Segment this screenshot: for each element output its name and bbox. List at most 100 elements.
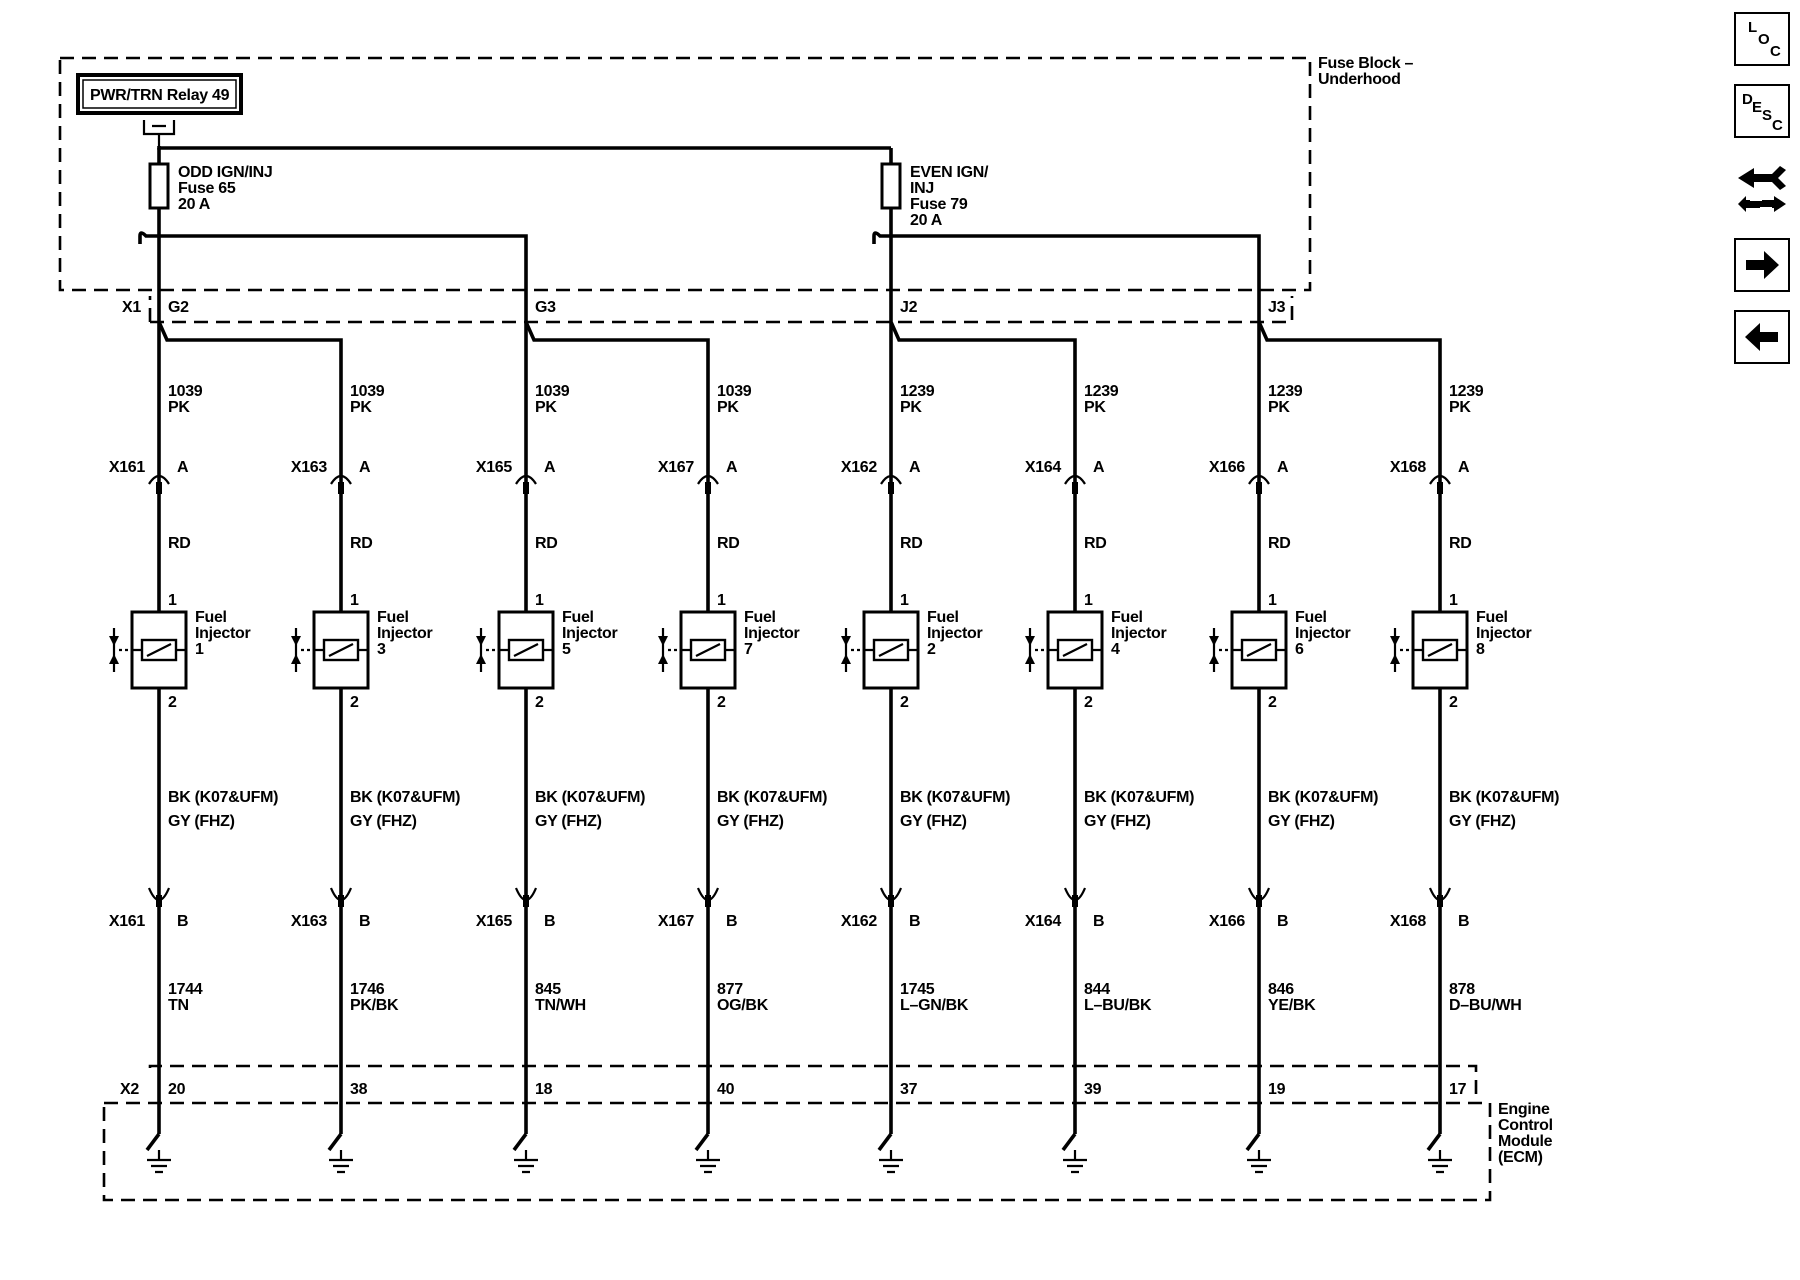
injector-3-ecm-switch: [512, 1132, 528, 1152]
injector-3-name-line2: Injector: [562, 625, 617, 642]
x1-g2-through: [157, 290, 343, 475]
injector-6-ret-color-1: BK (K07&UFM): [1084, 789, 1194, 806]
x1-j3-through: [1257, 290, 1442, 475]
injector-7-ret-color-1: BK (K07&UFM): [1268, 789, 1378, 806]
injector-5-pin-b-label: B: [909, 913, 920, 930]
injector-1-feed-color: PK: [168, 399, 190, 416]
ecm-label-line1: Engine: [1498, 1101, 1550, 1118]
injector-3-feed-circuit: 1039: [535, 383, 570, 400]
injector-2-pin-a-label: A: [359, 459, 371, 476]
injector-4-coil-slash: [695, 643, 721, 657]
injector-7-arrow-head-down: [1209, 636, 1219, 646]
x1-j2-through: [889, 290, 1077, 475]
injector-7-arrow-head-up: [1209, 654, 1219, 664]
ecm-label-line2: Control: [1498, 1117, 1553, 1134]
injector-2-ret-color-1: BK (K07&UFM): [350, 789, 460, 806]
injector-7-name-line2: Injector: [1295, 625, 1350, 642]
injector-6-ret-circuit: 844: [1084, 981, 1110, 998]
injector-5-name-line2: Injector: [927, 625, 982, 642]
injector-5-arrow-head-up: [841, 654, 851, 664]
fuse-79-line1: EVEN IGN/: [910, 164, 989, 181]
odd-splice-bus: [138, 231, 528, 290]
x1-pin-g3: G3: [535, 299, 556, 316]
injector-3-name-line1: Fuel: [562, 609, 594, 626]
fuse-block-subtitle: Underhood: [1318, 71, 1401, 88]
injector-7-coil-slash: [1246, 643, 1272, 657]
injector-3-pin1-label: 1: [535, 592, 544, 609]
injector-8-wire-mid-color: RD: [1449, 535, 1472, 552]
injector-3-ground-icon: [514, 1150, 538, 1174]
injector-3-ret-color-1: BK (K07&UFM): [535, 789, 645, 806]
injector-5-ret-circuit: 1745: [900, 981, 935, 998]
relay-label: PWR/TRN Relay 49: [90, 87, 230, 104]
injector-5-feed-color: PK: [900, 399, 922, 416]
previous-page-button[interactable]: [1734, 310, 1790, 364]
injector-2-conn-a-label: X163: [291, 459, 328, 476]
injector-1-feed-circuit: 1039: [168, 383, 203, 400]
injector-7-conn-b-label: X166: [1209, 913, 1246, 930]
next-page-button[interactable]: [1734, 238, 1790, 292]
injector-3-ret-color-2: GY (FHZ): [535, 813, 602, 830]
injector-2-ecm-pin: 38: [350, 1081, 368, 1098]
fuse-79-line3: Fuse 79: [910, 196, 968, 213]
injector-2-pin2-label: 2: [350, 694, 359, 711]
injector-2-ret-color-2: GY (FHZ): [350, 813, 417, 830]
injector-2-coil-slash: [328, 643, 354, 657]
injector-6-ecm-switch: [1061, 1132, 1077, 1152]
injector-7-conn-a-cup: [1248, 474, 1270, 485]
relay-box-inner: [82, 79, 237, 109]
injector-4-feed-circuit: 1039: [717, 383, 752, 400]
injector-8-ret-circuit: 878: [1449, 981, 1475, 998]
injector-8-ecm-switch: [1426, 1132, 1442, 1152]
injector-2-arrow-head-down: [291, 636, 301, 646]
desc-letter-e: E: [1752, 99, 1763, 116]
injector-4-ret-color-1: BK (K07&UFM): [717, 789, 827, 806]
injector-5-ret-color-2: GY (FHZ): [900, 813, 967, 830]
injector-5-ret-color-1: BK (K07&UFM): [900, 789, 1010, 806]
connector-swap-icon: [1738, 166, 1786, 212]
injector-5-name-line3: 2: [927, 641, 936, 658]
injector-6-name-line1: Fuel: [1111, 609, 1143, 626]
injector-5-ecm-pin: 37: [900, 1081, 918, 1098]
injector-8-conn-b-label: X168: [1390, 913, 1427, 930]
injector-1-ret-circuit: 1744: [168, 981, 203, 998]
injector-6-name-line2: Injector: [1111, 625, 1166, 642]
location-button[interactable]: L O C: [1734, 12, 1790, 66]
injector-1-conn-a-pin: [156, 482, 162, 494]
injector-4-conn-a-label: X167: [658, 459, 695, 476]
injector-6-wire-mid-color: RD: [1084, 535, 1107, 552]
injector-8-arrow-head-up: [1390, 654, 1400, 664]
injector-1-arrow-head-down: [109, 636, 119, 646]
injector-6-conn-b-label: X164: [1025, 913, 1062, 930]
injector-4-conn-a-cup: [697, 474, 719, 485]
x1-connector-line: [148, 296, 1294, 324]
injector-1-conn-b-label: X161: [109, 913, 146, 930]
injector-1-conn-a-cup: [148, 474, 170, 485]
injector-5-ground-icon: [879, 1150, 903, 1174]
injector-2-conn-a-pin: [338, 482, 344, 494]
injector-2-pin1-label: 1: [350, 592, 359, 609]
injector-4-name-line2: Injector: [744, 625, 799, 642]
injector-8-conn-a-label: X168: [1390, 459, 1427, 476]
description-button[interactable]: D E S C: [1734, 84, 1790, 138]
injector-4-ret-color: OG/BK: [717, 997, 769, 1014]
relay-contact-symbol: [142, 120, 176, 146]
injector-3-arrow-head-down: [476, 636, 486, 646]
injector-7-conn-b-pin: [1256, 895, 1262, 907]
injector-4-ecm-switch: [694, 1132, 710, 1152]
injector-8-pin1-label: 1: [1449, 592, 1458, 609]
injector-3-pin2-label: 2: [535, 694, 544, 711]
injector-8-ret-color-1: BK (K07&UFM): [1449, 789, 1559, 806]
injector-1-pin-b-label: B: [177, 913, 188, 930]
injector-3-conn-a-pin: [523, 482, 529, 494]
fuse-65-line2: Fuse 65: [178, 180, 236, 197]
injector-1-ecm-switch: [145, 1132, 161, 1152]
injector-8-conn-a-pin: [1437, 482, 1443, 494]
injector-6-coil-slash: [1062, 643, 1088, 657]
injector-6-arrow-head-down: [1025, 636, 1035, 646]
injector-4-pin2-label: 2: [717, 694, 726, 711]
injector-4-arrow-head-up: [658, 654, 668, 664]
connector-swap-button[interactable]: [1734, 160, 1790, 214]
injector-8-coil-slash: [1427, 643, 1453, 657]
x1-g3-through: [524, 290, 710, 475]
